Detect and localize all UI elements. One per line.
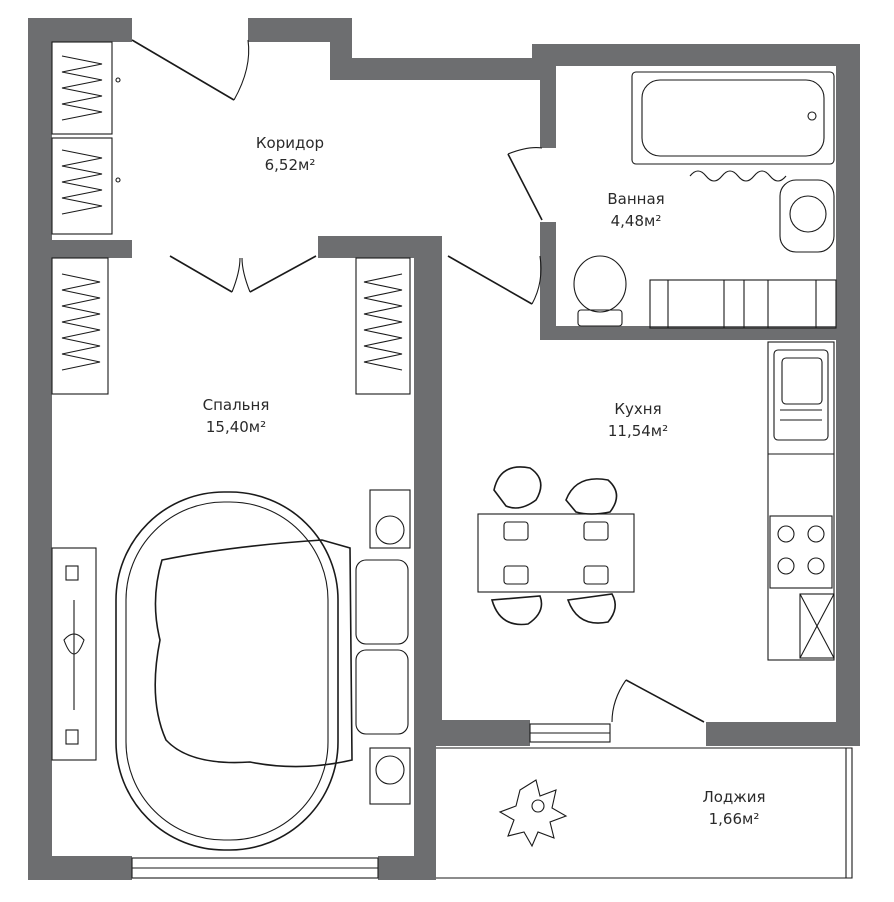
room-area-corridor: 6,52м² — [264, 156, 316, 174]
room-area-bedroom: 15,40м² — [205, 418, 267, 436]
room-name-corridor: Коридор — [255, 134, 325, 152]
room-name-bathroom: Ванная — [607, 190, 665, 208]
room-label-loggia: Лоджия 1,66м² — [654, 786, 814, 830]
bedroom-wardrobes — [51, 257, 411, 395]
kitchen-furniture — [477, 341, 835, 848]
windows — [131, 723, 853, 879]
corridor-wardrobe — [51, 41, 121, 235]
room-area-kitchen: 11,54м² — [607, 422, 669, 440]
room-label-corridor: Коридор 6,52м² — [210, 132, 370, 176]
bed — [115, 489, 411, 851]
doors — [131, 39, 705, 723]
walls — [28, 18, 860, 880]
room-area-loggia: 1,66м² — [708, 810, 760, 828]
room-label-kitchen: Кухня 11,54м² — [558, 398, 718, 442]
room-area-bathroom: 4,48м² — [610, 212, 662, 230]
room-name-kitchen: Кухня — [614, 400, 662, 418]
room-label-bathroom: Ванная 4,48м² — [556, 188, 716, 232]
bathroom-fixtures — [573, 71, 837, 329]
bedroom-desk — [51, 547, 97, 761]
room-label-bedroom: Спальня 15,40м² — [156, 394, 316, 438]
room-name-loggia: Лоджия — [702, 788, 766, 806]
room-name-bedroom: Спальня — [202, 396, 270, 414]
